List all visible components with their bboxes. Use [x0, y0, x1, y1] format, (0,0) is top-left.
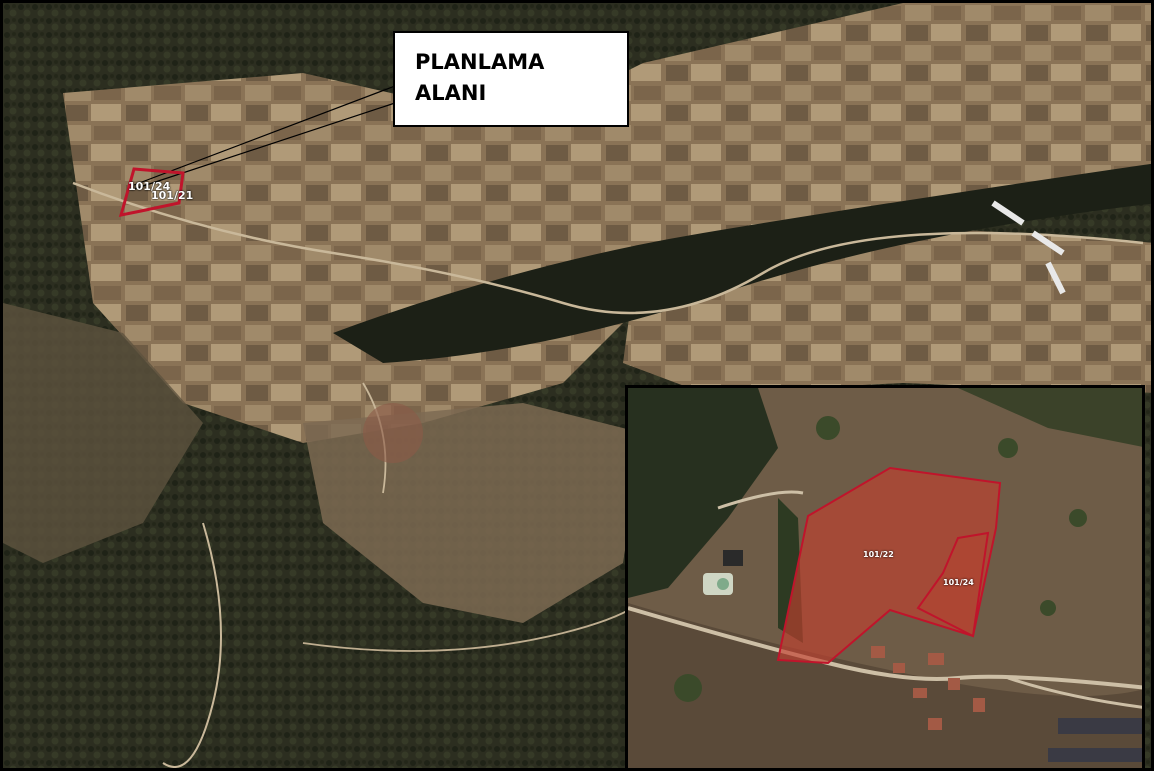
inset-imagery — [628, 388, 1142, 768]
parcel-label-main-a: 101/24 — [128, 180, 171, 193]
parcel-label-inset-b: 101/24 — [943, 578, 974, 587]
callout-line-1: PLANLAMA — [415, 50, 545, 74]
parcel-outline-main — [118, 167, 185, 217]
planning-area-callout: PLANLAMA ALANI — [393, 31, 629, 127]
callout-line-2: ALANI — [415, 81, 487, 105]
parcel-label-inset-a: 101/22 — [863, 550, 894, 559]
parcel-label-main-b: 101/21 — [151, 189, 194, 202]
callout-leader-bottom — [133, 102, 396, 190]
parcel-polygon-101-24 — [916, 531, 990, 638]
callout-leader-top — [133, 85, 396, 186]
inset-map[interactable]: 101/22 101/24 — [625, 385, 1145, 768]
